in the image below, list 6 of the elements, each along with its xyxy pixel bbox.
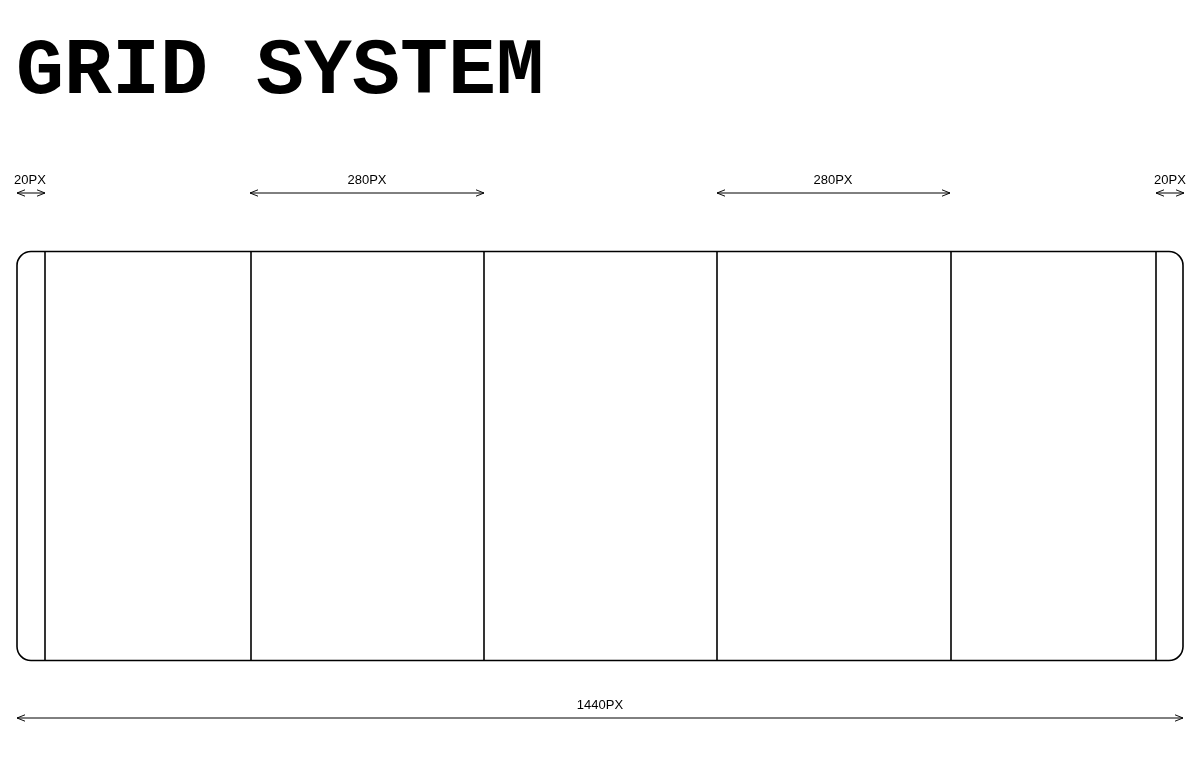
title: GRID SYSTEM (16, 32, 545, 112)
dimension-label: 1440PX (576, 698, 624, 711)
dimension-label: 280PX (347, 173, 387, 186)
dimension-label: 20PX (1154, 173, 1186, 186)
dimension-label: 20PX (14, 173, 46, 186)
dimension-label: 280PX (813, 173, 853, 186)
